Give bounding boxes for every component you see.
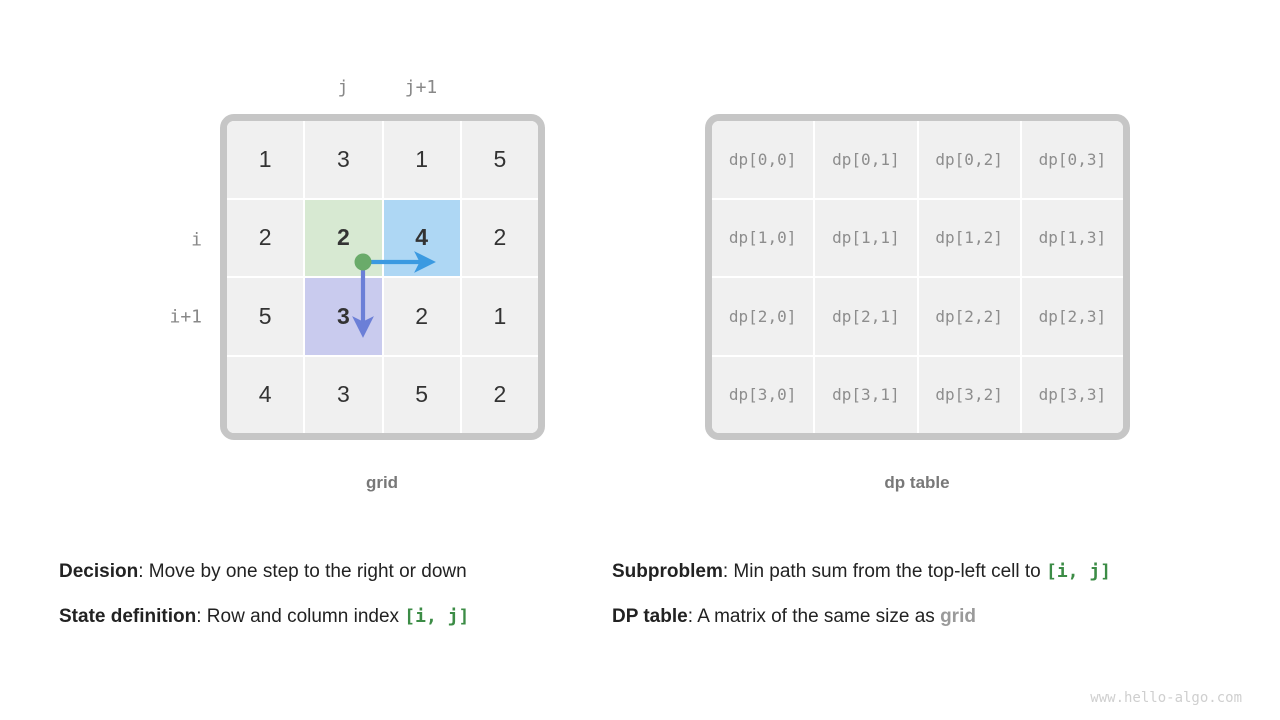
note-state-code: [i, j] (404, 606, 470, 627)
grid-cell-current: 2 (305, 199, 382, 276)
note-dp-table-separator: : (687, 606, 698, 627)
note-decision-label: Decision (59, 561, 139, 582)
dp-cell: dp[3,3] (1021, 356, 1123, 433)
grid-cell: 5 (461, 121, 538, 198)
watermark: www.hello-algo.com (1090, 690, 1242, 706)
dp-cell: dp[3,1] (815, 356, 917, 433)
grid-cell-down: 3 (305, 278, 382, 355)
grid-cell: 3 (305, 121, 382, 198)
grid-cell: 3 (305, 356, 382, 433)
note-state-definition: State definition: Row and column index [… (59, 606, 469, 628)
dp-cell: dp[2,3] (1021, 278, 1123, 355)
dp-cell: dp[2,1] (815, 278, 917, 355)
grid-matrix: 1 3 1 5 2 2 4 2 5 3 2 1 4 3 5 2 (220, 114, 545, 440)
grid-cell: 4 (227, 356, 304, 433)
dp-table-matrix: dp[0,0] dp[0,1] dp[0,2] dp[0,3] dp[1,0] … (705, 114, 1130, 440)
row-label-i: i (191, 229, 202, 251)
dp-table-caption: dp table (884, 473, 950, 492)
dp-cell: dp[3,2] (918, 356, 1020, 433)
note-decision-text: Move by one step to the right or down (148, 561, 467, 582)
grid-caption: grid (365, 473, 399, 492)
grid-cell: 1 (461, 278, 538, 355)
dp-cell: dp[2,0] (712, 278, 814, 355)
note-dp-table-code: grid (940, 606, 976, 627)
column-label-j: j (337, 77, 349, 98)
row-label-i-plus-1: i+1 (169, 306, 202, 328)
grid-cell-right: 4 (383, 199, 460, 276)
note-decision-separator: : (138, 561, 149, 582)
note-state-label: State definition (59, 606, 197, 627)
grid-cell: 1 (383, 121, 460, 198)
dp-cell: dp[0,3] (1021, 121, 1123, 198)
note-subproblem-text: Min path sum from the top-left cell to (733, 561, 1046, 582)
note-subproblem-separator: : (722, 561, 734, 582)
grid-cell: 5 (227, 278, 304, 355)
grid-cell: 2 (461, 356, 538, 433)
note-dp-table-text: A matrix of the same size as (697, 606, 941, 627)
grid-cell: 2 (383, 278, 460, 355)
note-dp-table: DP table: A matrix of the same size as g… (612, 606, 976, 628)
note-dp-table-label: DP table (612, 606, 688, 627)
dp-cell: dp[3,0] (712, 356, 814, 433)
note-state-separator: : (196, 606, 207, 627)
dp-cell: dp[0,1] (815, 121, 917, 198)
dp-cell: dp[0,0] (712, 121, 814, 198)
note-decision: Decision: Move by one step to the right … (59, 561, 467, 583)
column-label-j-plus-1: j+1 (404, 77, 438, 98)
note-subproblem-code: [i, j] (1045, 561, 1112, 582)
grid-cell: 2 (227, 199, 304, 276)
note-subproblem: Subproblem: Min path sum from the top-le… (612, 561, 1111, 583)
dp-cell: dp[2,2] (918, 278, 1020, 355)
note-state-text: Row and column index (206, 606, 405, 627)
dp-cell: dp[0,2] (918, 121, 1020, 198)
note-subproblem-label: Subproblem (612, 561, 723, 582)
grid-cell: 1 (227, 121, 304, 198)
dp-cell: dp[1,1] (815, 199, 917, 276)
dp-cell: dp[1,0] (712, 199, 814, 276)
dp-cell: dp[1,2] (918, 199, 1020, 276)
dp-cell: dp[1,3] (1021, 199, 1123, 276)
grid-cell: 5 (383, 356, 460, 433)
grid-cell: 2 (461, 199, 538, 276)
